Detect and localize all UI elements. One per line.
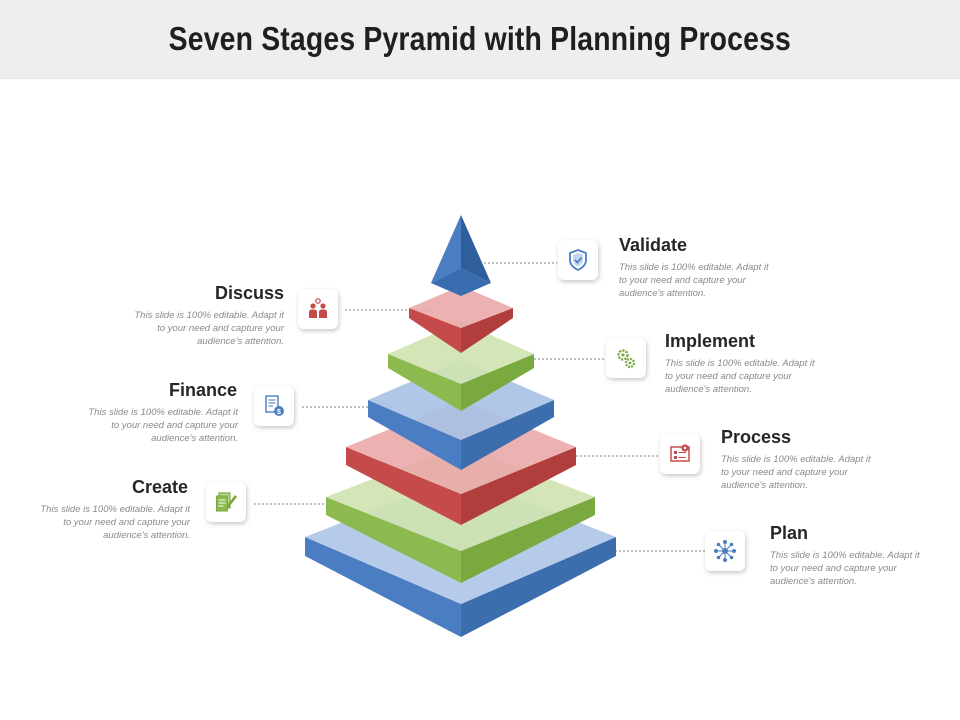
people-discussion-icon [309,298,327,318]
discuss-icon-box [298,289,338,329]
stage-desc-implement: This slide is 100% editable. Adapt it to… [665,358,815,395]
validate-icon-box [558,240,598,280]
stage-title-implement: Implement [665,331,756,351]
page-title: Seven Stages Pyramid with Planning Proce… [168,20,792,57]
stage-desc-plan: This slide is 100% editable. Adapt it to… [770,550,920,587]
create-icon-box [206,482,246,522]
stage-title-process: Process [721,427,792,447]
header-bar [0,0,960,79]
finance-document-icon: $ [265,395,284,416]
process-board-icon [670,444,690,462]
stage-title-finance: Finance [168,380,237,400]
implement-icon-box [606,338,646,378]
stage-desc-finance: This slide is 100% editable. Adapt it to… [88,407,238,444]
stage-desc-validate: This slide is 100% editable. Adapt it to… [619,262,769,299]
shield-check-icon [569,249,587,272]
documents-pencil-icon [216,492,237,512]
stage-title-plan: Plan [770,523,809,543]
process-icon-box [660,434,700,474]
finance-icon-box: $ [254,386,294,426]
pyramid-layer-discuss [409,286,513,353]
gears-icon [617,349,636,369]
stage-title-create: Create [131,477,188,497]
stage-desc-discuss: This slide is 100% editable. Adapt it to… [134,310,284,347]
network-nodes-icon [714,540,736,562]
stage-title-discuss: Discuss [214,283,284,303]
plan-icon-box [705,531,745,571]
pyramid-tip-validate [431,215,491,296]
stage-desc-process: This slide is 100% editable. Adapt it to… [721,454,871,491]
stage-title-validate: Validate [619,235,688,255]
stage-desc-create: This slide is 100% editable. Adapt it to… [40,504,190,541]
svg-text:$: $ [277,409,281,416]
